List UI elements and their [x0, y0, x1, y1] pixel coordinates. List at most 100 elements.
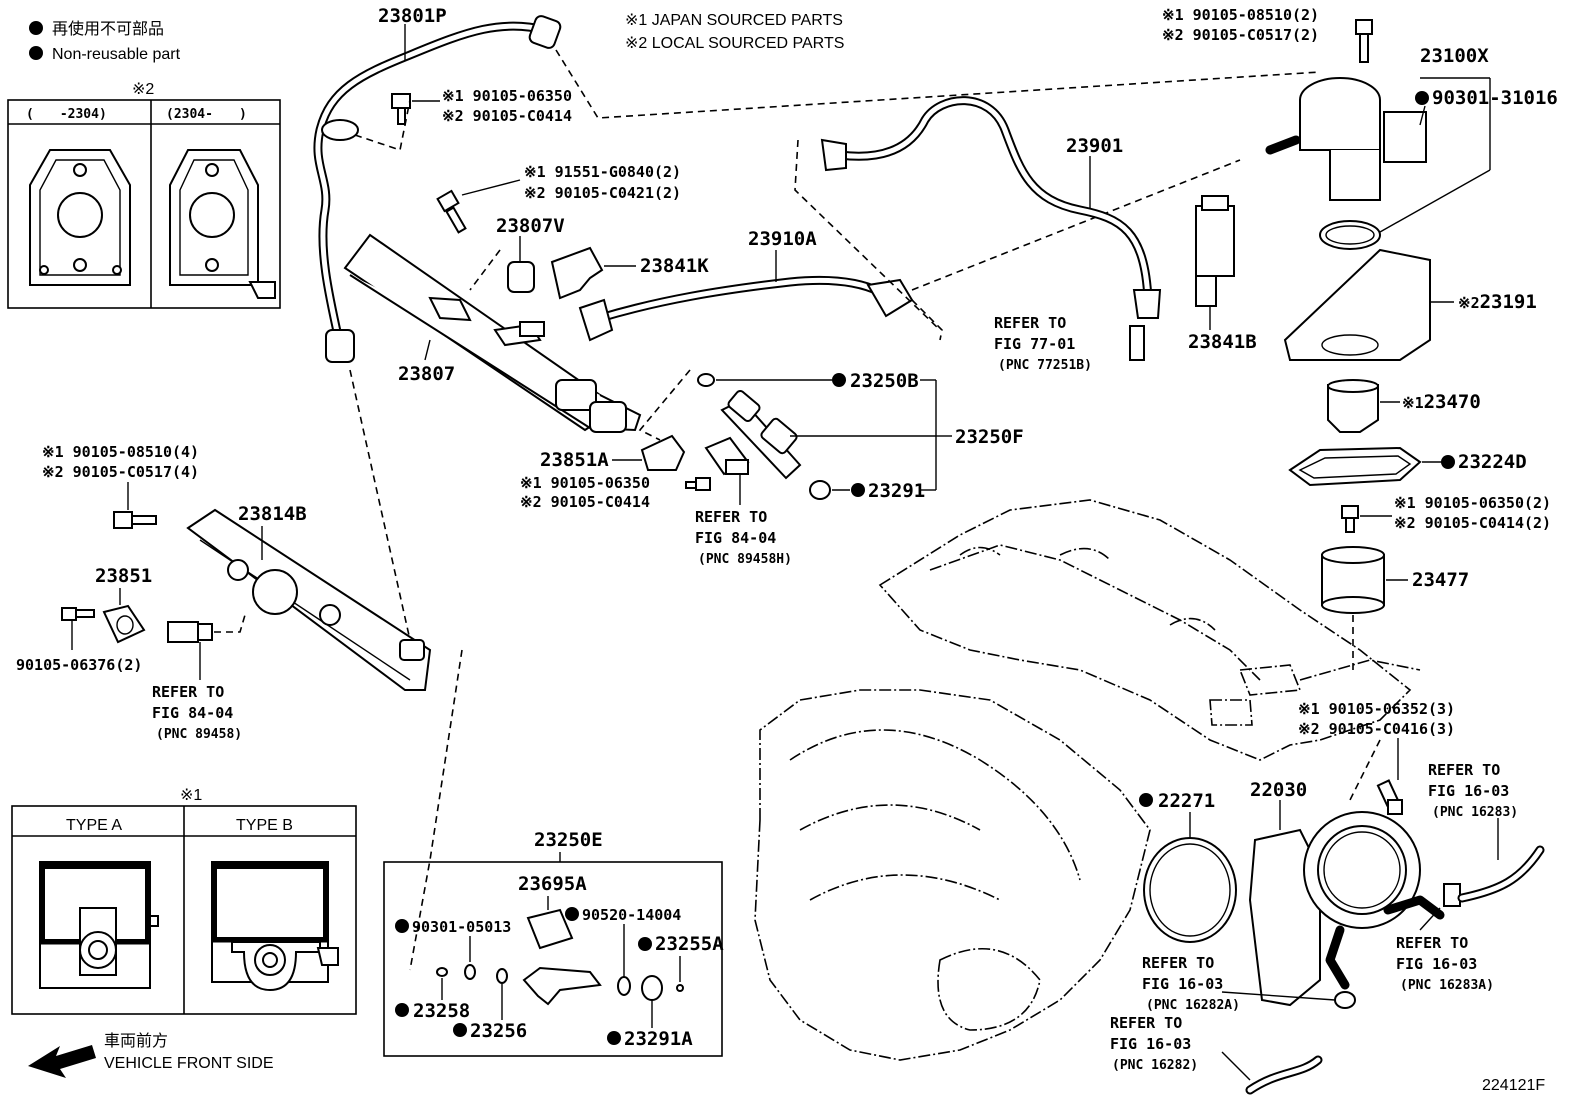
- inset-top-col1: ( -2304): [26, 107, 107, 122]
- bolt-f-1: ※1 90105-06352(3): [1298, 700, 1455, 718]
- legend-en: Non-reusable part: [52, 46, 181, 63]
- bolt-icon: [113, 511, 157, 529]
- inset-top-col2: (2304- ): [166, 107, 247, 122]
- clamp: [1334, 991, 1356, 1009]
- refer16-c3: (PNC 16283A): [1400, 978, 1494, 993]
- bolt-e-2: ※2 90105-C0517(4): [42, 463, 199, 481]
- o-ring-small: [464, 964, 476, 980]
- bolt-d-2: ※2 90105-C0414: [520, 493, 650, 511]
- bolt-icon: [391, 93, 411, 125]
- non-reusable-dot-icon: [832, 373, 846, 387]
- gasket-22271: [1143, 837, 1237, 943]
- label-23250B: 23250B: [850, 370, 919, 392]
- bolt-icon: [61, 607, 95, 621]
- legend-dot-icon: [29, 21, 43, 35]
- non-reusable-dot-icon: [638, 937, 652, 951]
- inset-gasket-variants: ※2 ( -2304) (2304- ): [7, 81, 281, 309]
- o-ring-small: [496, 968, 508, 984]
- non-reusable-dot-icon: [1415, 91, 1429, 105]
- non-reusable-dot-icon: [1139, 793, 1153, 807]
- label-90105-06376: 90105-06376(2): [16, 656, 142, 674]
- pressure-sensor: [704, 436, 750, 476]
- injector: [522, 966, 602, 1006]
- o-ring-23250B: [697, 373, 715, 387]
- bracket-23191: [1283, 248, 1431, 361]
- label-23851A: 23851A: [540, 449, 609, 471]
- label-23100X: 23100X: [1420, 45, 1489, 67]
- bolt-c-1: ※1 90105-06350(2): [1394, 494, 1551, 512]
- direction-jp: 車両前方: [104, 1032, 168, 1050]
- refer16-b1: REFER TO: [1142, 954, 1214, 972]
- refer16-b2: FIG 16-03: [1142, 975, 1223, 993]
- fuel-rail-23814B: [186, 508, 432, 691]
- inset-top-mark: ※2: [132, 81, 154, 98]
- non-reusable-dot-icon: [453, 1023, 467, 1037]
- front-arrow-icon: [28, 1045, 96, 1078]
- figure-id: 224121F: [1482, 1077, 1545, 1094]
- direction-en: VEHICLE FRONT SIDE: [104, 1055, 274, 1072]
- bolt-e-1: ※1 90105-08510(4): [42, 443, 199, 461]
- legend: 再使用不可部品 Non-reusable part ※1 JAPAN SOURC…: [29, 12, 844, 63]
- label-23910A: 23910A: [748, 228, 817, 250]
- label-23250F: 23250F: [955, 426, 1024, 448]
- label-23851: 23851: [95, 565, 152, 587]
- fuel-rail-23807: [343, 233, 642, 433]
- gasket-23224D: [1288, 446, 1422, 487]
- refer16-a3: (PNC 16283): [1432, 805, 1518, 820]
- label-23901: 23901: [1066, 135, 1123, 157]
- bolt-b-1: ※1 91551-G0840(2): [524, 163, 681, 181]
- label-23695A: 23695A: [518, 873, 587, 895]
- engine-block-outline: [754, 499, 1421, 1061]
- label-23807: 23807: [398, 363, 455, 385]
- label-23841B: 23841B: [1188, 331, 1257, 353]
- label-23255A: 23255A: [655, 933, 724, 955]
- inset-bottom-col1: TYPE A: [66, 817, 122, 834]
- label-23224D: 23224D: [1458, 451, 1527, 473]
- plate-23851: [102, 604, 146, 644]
- bolt-b-2: ※2 90105-C0421(2): [524, 184, 681, 202]
- label-23250E: 23250E: [534, 829, 603, 851]
- seal: [641, 975, 663, 1001]
- throttle-body-22030: [1248, 811, 1461, 1007]
- bolt-top-2: ※2 90105-C0414: [442, 107, 572, 125]
- label-22271: 22271: [1158, 790, 1215, 812]
- label-23291A: 23291A: [624, 1028, 693, 1050]
- clip-23695A: [526, 908, 574, 950]
- inset-bottom-col2: TYPE B: [236, 817, 293, 834]
- bolt-icon: [1341, 505, 1359, 533]
- legend-dot-icon: [29, 46, 43, 60]
- refer16-c2: FIG 16-03: [1396, 955, 1477, 973]
- refer16-d2: FIG 16-03: [1110, 1035, 1191, 1053]
- label-90301-05013: 90301-05013: [412, 918, 511, 936]
- collar-23807V: [507, 261, 535, 293]
- refer84-a: REFER TO: [695, 508, 767, 526]
- bolt-top-1: ※1 90105-06350: [442, 87, 572, 105]
- fuel-hose-23910A: [578, 276, 914, 342]
- bolt-icon: [1376, 779, 1403, 815]
- label-23291: 23291: [868, 480, 925, 502]
- label-22030: 22030: [1250, 779, 1307, 801]
- refer84-b: FIG 84-04: [695, 529, 776, 547]
- refer84b-c: (PNC 89458): [156, 727, 242, 742]
- bolt-d-1: ※1 90105-06350: [520, 474, 650, 492]
- refer16-c1: REFER TO: [1396, 934, 1468, 952]
- refer84b-a: REFER TO: [152, 683, 224, 701]
- hose-16283: [1457, 845, 1545, 903]
- label-23801P: 23801P: [378, 5, 447, 27]
- label-23841K: 23841K: [640, 255, 709, 277]
- washer: [676, 984, 684, 992]
- refer16-a1: REFER TO: [1428, 761, 1500, 779]
- connector-23841B: [1195, 195, 1235, 307]
- pressure-sensor: [167, 621, 213, 643]
- label-23477: 23477: [1412, 569, 1469, 591]
- label-23470: ※123470: [1402, 391, 1481, 413]
- plate-23851A: [640, 434, 686, 471]
- inset-bottom-mark: ※1: [180, 787, 202, 804]
- fuel-pipe-23801P: [313, 15, 562, 363]
- pump-bolt-2: ※2 90105-C0517(2): [1162, 26, 1319, 44]
- bolt-icon: [685, 477, 711, 491]
- inset-type-variants: ※1 TYPE A TYPE B: [11, 787, 357, 1015]
- o-ring-small: [436, 967, 448, 977]
- injector-23250F: [720, 389, 802, 480]
